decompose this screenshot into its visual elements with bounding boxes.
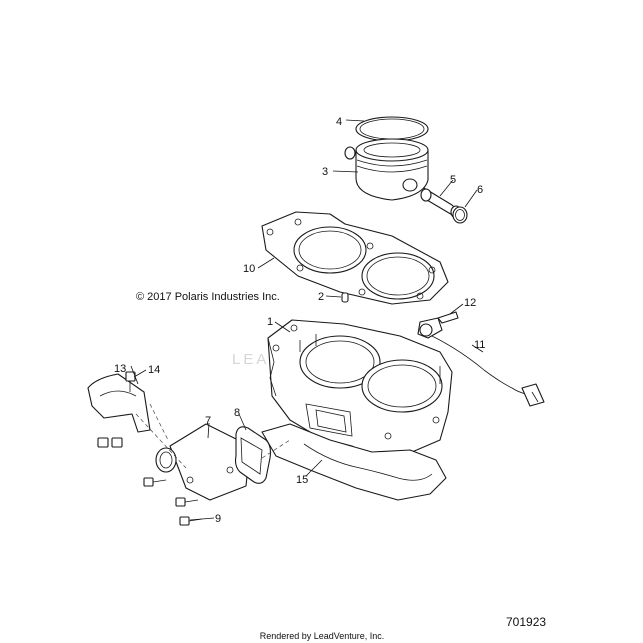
- callout-15[interactable]: 15: [296, 474, 308, 486]
- heat-shield: [87, 373, 151, 433]
- bolts-9: [143, 477, 203, 526]
- callout-13[interactable]: 13: [114, 363, 126, 375]
- callout-4[interactable]: 4: [336, 116, 342, 128]
- callout-6[interactable]: 6: [477, 184, 483, 196]
- coolant-elbow: [155, 423, 251, 501]
- callout-8[interactable]: 8: [234, 407, 240, 419]
- callout-10[interactable]: 10: [243, 263, 255, 275]
- callout-5[interactable]: 5: [450, 174, 456, 186]
- cylinder: [267, 319, 453, 461]
- dowel-pin: [341, 292, 349, 303]
- diagram-number: 701923: [506, 615, 546, 629]
- shield-bolts: [97, 437, 123, 448]
- callout-1[interactable]: 1: [267, 316, 273, 328]
- elbow-seal: [234, 426, 272, 484]
- leader-lines: [130, 119, 484, 521]
- callout-3[interactable]: 3: [322, 166, 328, 178]
- base-gasket: [261, 423, 447, 501]
- callout-2[interactable]: 2: [318, 291, 324, 303]
- callout-9[interactable]: 9: [215, 513, 221, 525]
- circlip-left: [344, 146, 356, 160]
- head-gasket: [261, 211, 449, 305]
- footer-credit: Rendered by LeadVenture, Inc.: [260, 631, 385, 641]
- knock-sensor: [417, 311, 545, 407]
- callout-12[interactable]: 12: [464, 297, 476, 309]
- piston-ring: [355, 116, 429, 142]
- piston: [355, 138, 429, 201]
- callout-7[interactable]: 7: [205, 415, 211, 427]
- callout-14[interactable]: 14: [148, 364, 160, 376]
- callout-11[interactable]: 11: [474, 339, 485, 351]
- copyright-text: © 2017 Polaris Industries Inc.: [136, 291, 280, 303]
